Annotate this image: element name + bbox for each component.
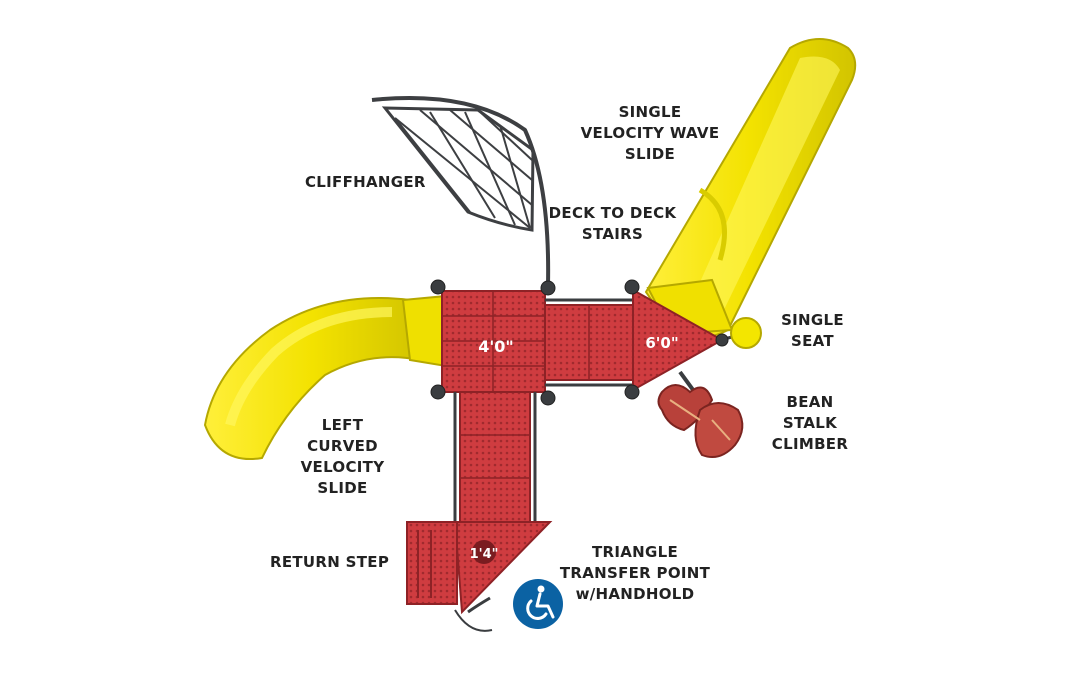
transfer-step-size-label: 1'4" xyxy=(470,547,499,562)
triangle-deck-size-label: 6'0" xyxy=(645,334,678,352)
label-line: SINGLE xyxy=(781,311,844,329)
label-line: CLIFFHANGER xyxy=(305,173,426,191)
label-line: STAIRS xyxy=(581,225,644,243)
deck-posts xyxy=(430,279,729,406)
single-velocity-wave-slide xyxy=(644,38,857,339)
main-deck-size-label: 4'0" xyxy=(478,337,514,356)
wheelchair-accessibility-icon xyxy=(513,579,563,629)
label-line: TRANSFER POINT xyxy=(559,564,711,582)
label-line: RETURN STEP xyxy=(270,553,390,571)
transfer-stairs xyxy=(453,391,537,523)
label-line: VELOCITY WAVE xyxy=(580,124,720,142)
bean-stalk-climber xyxy=(657,370,744,458)
label-return-step: RETURN STEP xyxy=(270,552,389,573)
label-line: SLIDE xyxy=(317,479,368,497)
main-deck: 4'0" xyxy=(441,290,546,393)
triangle-deck: 6'0" xyxy=(632,288,725,392)
label-cliffhanger: CLIFFHANGER xyxy=(305,172,426,193)
cliffhanger-climber xyxy=(371,96,551,286)
label-line: STALK xyxy=(782,414,838,432)
label-line: SINGLE xyxy=(618,103,682,121)
label-line: DECK TO DECK xyxy=(548,204,677,222)
single-seat xyxy=(719,317,762,349)
label-line: CURVED xyxy=(307,437,378,455)
label-line: VELOCITY xyxy=(300,458,385,476)
triangle-transfer-point: 1'4" xyxy=(453,521,553,632)
label-line: w/HANDHOLD xyxy=(575,585,695,603)
deck-to-deck-stairs xyxy=(544,298,634,387)
label-line: TRIANGLE xyxy=(591,543,679,561)
label-line: CLIMBER xyxy=(771,435,849,453)
label-single-seat: SINGLE SEAT xyxy=(770,310,855,352)
label-single-velocity-wave-slide: SINGLE VELOCITY WAVE SLIDE xyxy=(575,102,725,165)
label-line: SLIDE xyxy=(624,145,676,163)
label-line: LEFT xyxy=(321,416,364,434)
return-step xyxy=(406,521,458,605)
label-triangle-transfer-point: TRIANGLE TRANSFER POINT w/HANDHOLD xyxy=(555,542,715,605)
label-left-curved-velocity-slide: LEFT CURVED VELOCITY SLIDE xyxy=(290,415,395,499)
label-line: SEAT xyxy=(791,332,834,350)
label-deck-to-deck-stairs: DECK TO DECK STAIRS xyxy=(540,203,685,245)
label-bean-stalk-climber: BEAN STALK CLIMBER xyxy=(760,392,860,455)
label-line: BEAN xyxy=(786,393,834,411)
